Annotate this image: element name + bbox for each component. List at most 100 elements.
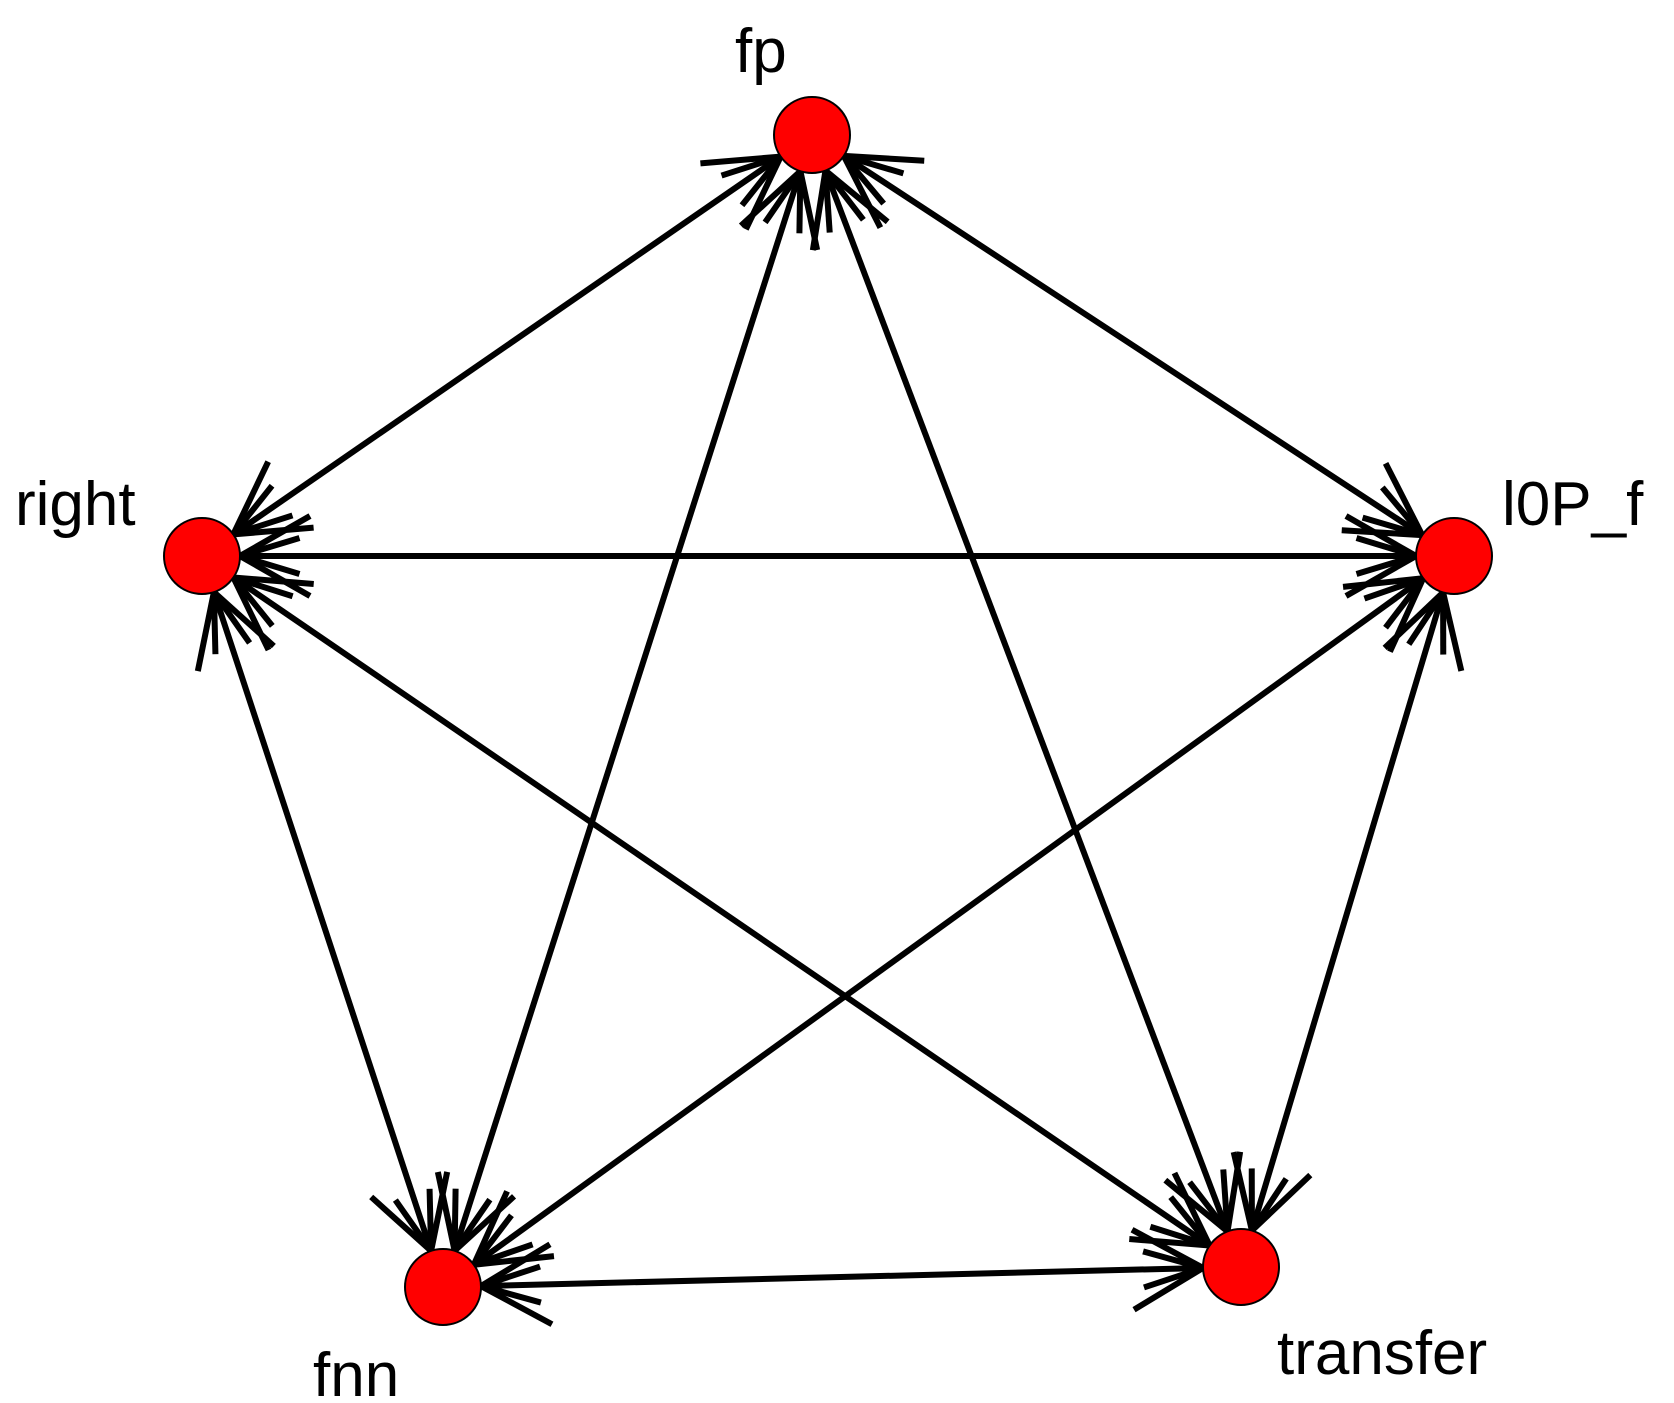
arrowhead-l0p_f-to-transfer-barb-0 bbox=[1249, 1172, 1313, 1233]
arrowhead-right-to-transfer bbox=[1129, 1171, 1213, 1249]
arrowhead-fp-to-fnn-barb-1 bbox=[434, 1171, 458, 1252]
arrowhead-right-to-transfer-barb-2 bbox=[1168, 1195, 1212, 1248]
node-l0p_f bbox=[1415, 517, 1493, 595]
arrowhead-fnn-to-fp-barb-2 bbox=[762, 169, 803, 225]
arrowhead-fnn-to-l0p_f-barb-3 bbox=[1383, 576, 1426, 630]
arrowhead-right-to-transfer-barb-3 bbox=[1149, 1223, 1211, 1249]
arrowhead-transfer-to-right-barb-3 bbox=[232, 574, 294, 600]
arrowhead-right-to-fnn-barb-0 bbox=[428, 1171, 451, 1252]
arrowhead-fp-to-fnn-barb-0 bbox=[452, 1194, 517, 1254]
edge-line-fp-fnn bbox=[451, 170, 804, 1252]
edge-l0p_f-transfer bbox=[1230, 590, 1465, 1233]
arrowhead-fnn-to-fp-barb-3 bbox=[796, 171, 804, 234]
arrowhead-fp-to-fnn-barb-2 bbox=[452, 1197, 493, 1253]
arrowhead-fnn-to-transfer-barb-3 bbox=[1143, 1265, 1204, 1291]
arrowhead-fp-to-transfer-barb-2 bbox=[1220, 1169, 1231, 1232]
arrowhead-right-to-fp-barb-0 bbox=[700, 153, 781, 167]
arrowhead-l0p_f-to-fnn-barb-3 bbox=[471, 1213, 514, 1267]
edge-line-l0p_f-fnn bbox=[472, 575, 1425, 1268]
arrowhead-transfer-to-fp-barb-1 bbox=[823, 168, 890, 225]
arrowhead-l0p_f-to-fp-barb-3 bbox=[842, 152, 905, 177]
arrowhead-fnn-to-transfer-barb-1 bbox=[1132, 1265, 1205, 1313]
node-label-l0p_f: l0P_f bbox=[1502, 470, 1644, 539]
edges-layer bbox=[194, 152, 1465, 1327]
arrowhead-l0p_f-to-fp-barb-2 bbox=[841, 153, 886, 206]
edge-line-right-transfer bbox=[231, 574, 1212, 1249]
arrowhead-right-to-l0p_f-barb-0 bbox=[1344, 513, 1418, 559]
arrowhead-l0p_f-to-fnn-barb-0 bbox=[473, 1253, 555, 1268]
edge-right-fnn bbox=[194, 589, 451, 1254]
arrowhead-transfer-to-fnn-barb-2 bbox=[480, 1283, 542, 1306]
arrowhead-transfer-to-fp bbox=[809, 168, 890, 251]
arrowhead-right-to-transfer-barb-0 bbox=[1171, 1171, 1213, 1247]
arrowhead-right-to-fnn-barb-2 bbox=[426, 1188, 435, 1251]
arrowhead-right-to-l0p_f bbox=[1344, 513, 1418, 599]
arrowhead-right-to-fnn bbox=[369, 1171, 451, 1254]
arrowhead-l0p_f-to-right-barb-2 bbox=[239, 553, 301, 577]
arrowhead-fp-to-right-barb-0 bbox=[233, 524, 314, 538]
edge-line-fnn-transfer bbox=[480, 1264, 1204, 1290]
arrowhead-l0p_f-to-right-barb-1 bbox=[238, 513, 312, 559]
arrowhead-transfer-to-fp-barb-2 bbox=[822, 170, 833, 233]
arrowhead-l0p_f-to-fp-barb-1 bbox=[843, 152, 925, 164]
edge-fp-right bbox=[230, 153, 784, 538]
arrowhead-fp-to-fnn-barb-3 bbox=[451, 1188, 459, 1251]
edge-line-fp-right bbox=[231, 154, 783, 537]
arrowhead-fnn-to-right-barb-3 bbox=[211, 590, 253, 645]
node-right bbox=[163, 517, 241, 595]
arrowhead-fnn-to-l0p_f-barb-2 bbox=[1363, 575, 1425, 602]
arrowhead-fp-to-right-barb-2 bbox=[232, 512, 294, 538]
node-transfer bbox=[1202, 1228, 1280, 1306]
arrowhead-fnn-to-transfer-barb-0 bbox=[1130, 1227, 1205, 1271]
arrowhead-l0p_f-to-fnn bbox=[471, 1190, 555, 1268]
arrowhead-l0p_f-to-transfer-barb-1 bbox=[1230, 1151, 1255, 1232]
arrowhead-fnn-to-fp-barb-0 bbox=[738, 168, 803, 228]
arrowhead-fp-to-fnn bbox=[434, 1171, 517, 1254]
nodes-layer bbox=[163, 96, 1493, 1326]
arrowhead-fnn-to-transfer-barb-2 bbox=[1142, 1248, 1204, 1271]
arrowhead-right-to-l0p_f-barb-2 bbox=[1355, 535, 1417, 559]
node-fp bbox=[773, 96, 851, 174]
arrowhead-transfer-to-l0p_f-barb-1 bbox=[1440, 591, 1465, 672]
arrowhead-transfer-to-fp-barb-0 bbox=[809, 170, 829, 251]
arrowhead-transfer-to-fnn-barb-1 bbox=[479, 1241, 552, 1289]
arrowhead-fp-to-l0p_f-barb-2 bbox=[1380, 485, 1425, 538]
arrowhead-l0p_f-to-fnn-barb-1 bbox=[471, 1190, 510, 1266]
node-label-fnn: fnn bbox=[313, 1341, 399, 1403]
arrowhead-l0p_f-to-fp bbox=[841, 152, 925, 230]
arrowhead-fp-to-right-barb-3 bbox=[230, 483, 275, 537]
arrowhead-transfer-to-right-barb-0 bbox=[230, 576, 272, 652]
node-label-transfer: transfer bbox=[1277, 1319, 1487, 1388]
edge-line-fp-l0p_f bbox=[842, 153, 1424, 538]
node-label-fp: fp bbox=[735, 17, 787, 86]
arrowhead-right-to-l0p_f-barb-3 bbox=[1355, 553, 1417, 577]
arrowhead-l0p_f-to-right-barb-0 bbox=[238, 553, 312, 599]
arrowhead-fp-to-l0p_f-barb-1 bbox=[1341, 527, 1423, 539]
arrowhead-right-to-fnn-barb-3 bbox=[392, 1198, 434, 1253]
arrowhead-fp-to-l0p_f-barb-0 bbox=[1382, 461, 1425, 537]
arrowhead-transfer-to-fnn-barb-3 bbox=[480, 1263, 541, 1289]
arrowhead-l0p_f-to-fp-barb-0 bbox=[841, 154, 884, 230]
edge-line-fp-transfer bbox=[822, 169, 1231, 1233]
edge-right-l0p_f bbox=[238, 513, 1418, 599]
arrowhead-transfer-to-fnn-barb-0 bbox=[479, 1283, 554, 1327]
edge-line-right-fnn bbox=[211, 591, 434, 1252]
arrowhead-fnn-to-l0p_f-barb-0 bbox=[1342, 575, 1424, 590]
arrowhead-transfer-to-right-barb-2 bbox=[231, 575, 275, 628]
edge-fp-l0p_f bbox=[841, 152, 1425, 539]
edge-fp-fnn bbox=[434, 168, 821, 1254]
node-label-right: right bbox=[15, 470, 136, 539]
edge-line-l0p_f-transfer bbox=[1249, 591, 1446, 1232]
arrowhead-fp-to-transfer-barb-1 bbox=[1163, 1177, 1230, 1234]
arrowhead-transfer-to-l0p_f-barb-0 bbox=[1382, 590, 1446, 651]
arrowhead-l0p_f-to-right-barb-3 bbox=[239, 535, 301, 559]
edge-right-transfer bbox=[230, 574, 1213, 1249]
arrowhead-fp-to-l0p_f bbox=[1341, 461, 1425, 539]
arrowhead-transfer-to-l0p_f bbox=[1382, 590, 1465, 672]
arrowhead-transfer-to-right bbox=[230, 574, 314, 652]
arrowhead-l0p_f-to-transfer bbox=[1230, 1151, 1313, 1233]
arrowhead-fp-to-transfer-barb-3 bbox=[1187, 1180, 1230, 1234]
arrowhead-fp-to-right bbox=[230, 460, 314, 538]
arrowhead-right-to-transfer-barb-1 bbox=[1129, 1236, 1210, 1249]
